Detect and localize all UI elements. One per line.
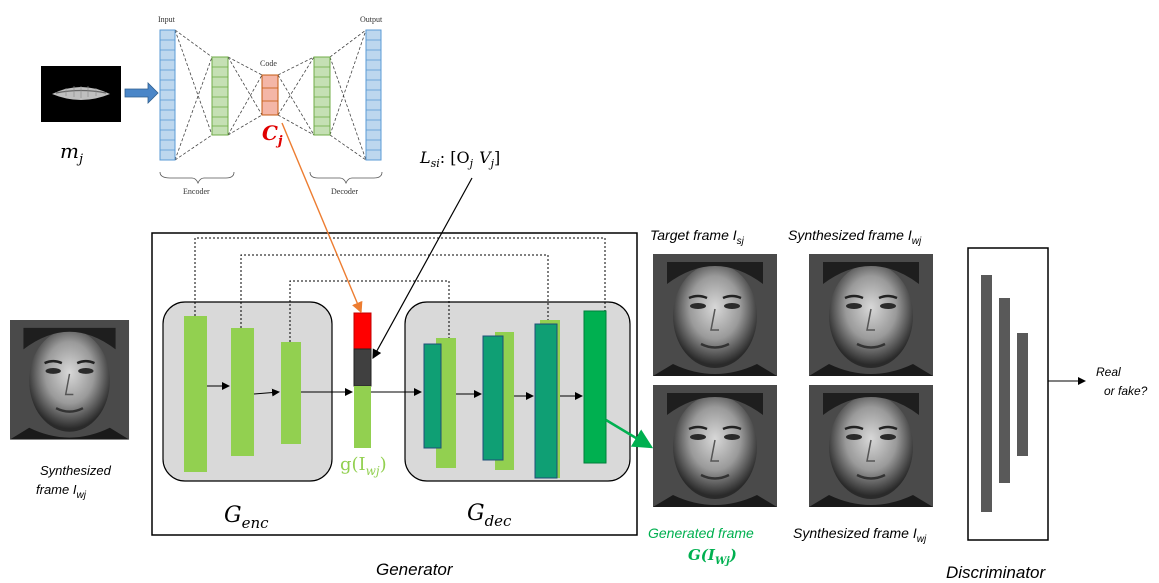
generated-frame-image — [651, 383, 779, 509]
synth-frame-top-label: Synthesized frame Iwj — [788, 227, 922, 247]
mouth-input-arrow — [124, 82, 159, 104]
code-label: Code — [260, 59, 277, 68]
autoencoder-connections — [174, 29, 367, 161]
lsi-to-bottleneck-arrow — [372, 177, 473, 360]
encoder-brace — [159, 171, 235, 185]
discriminator-bar-2 — [999, 298, 1010, 483]
discriminator-output-line1: Real — [1096, 365, 1121, 379]
synth-frame-bottom-label: Synthesized frame Iwj — [793, 525, 927, 545]
g-dec-label: Gdec — [467, 501, 512, 530]
skip-connections — [194, 237, 606, 342]
left-synth-face-image — [8, 318, 131, 441]
input-layer — [159, 29, 176, 161]
discriminator-bar-3 — [1017, 333, 1028, 456]
code-layer — [261, 74, 279, 116]
discriminator-caption: Discriminator — [946, 563, 1047, 582]
code-to-bottleneck-arrow — [281, 122, 363, 314]
encoder-bar-1 — [184, 316, 207, 472]
decoder-bar-dark-3 — [534, 323, 558, 479]
generated-frame-label-line1: Generated frame — [648, 525, 754, 541]
encoder-label: Encoder — [183, 187, 210, 196]
generator-frame — [151, 232, 638, 536]
synth-frame-top-image — [807, 252, 935, 378]
decoder-bar-4 — [583, 310, 607, 464]
output-layer — [365, 29, 382, 161]
encoder-bar-3 — [281, 342, 301, 444]
input-label: Input — [158, 15, 176, 24]
mouth-input-label: mj — [60, 139, 83, 167]
encoder-arrow-2 — [253, 388, 280, 397]
autoencoder-diagram: Input Output Code Encoder Decoder Cj — [158, 15, 383, 196]
output-label: Output — [360, 15, 383, 24]
decoder-label: Decoder — [331, 187, 358, 196]
decoder-bar-dark-2 — [482, 335, 504, 461]
code-symbol: Cj — [262, 121, 283, 149]
left-synth-caption-line1: Synthesized — [40, 463, 112, 478]
discriminator-frame — [967, 247, 1049, 541]
decoder-bar-dark-1 — [423, 343, 442, 449]
bottleneck — [353, 312, 372, 448]
generated-output-arrow — [605, 418, 654, 449]
encoder-bar-2 — [231, 328, 254, 456]
discriminator-bar-1 — [981, 275, 992, 512]
generator-caption: Generator — [376, 560, 454, 579]
left-synth-caption-line2: frame Iwj — [36, 482, 87, 501]
decoder-brace — [309, 171, 383, 185]
synth-frame-bottom-image — [807, 383, 935, 509]
g-func-label: g(Iwj) — [340, 454, 387, 478]
target-frame-image — [651, 252, 779, 378]
discriminator-output-line2: or fake? — [1104, 384, 1148, 398]
target-frame-label: Target frame Isj — [650, 227, 745, 247]
mouth-image — [41, 66, 121, 122]
encoder-hidden-layer — [211, 56, 229, 136]
g-enc-label: Genc — [224, 503, 269, 532]
decoder-hidden-layer — [313, 56, 331, 136]
generated-frame-label-line2: G(IWj) — [688, 546, 737, 567]
